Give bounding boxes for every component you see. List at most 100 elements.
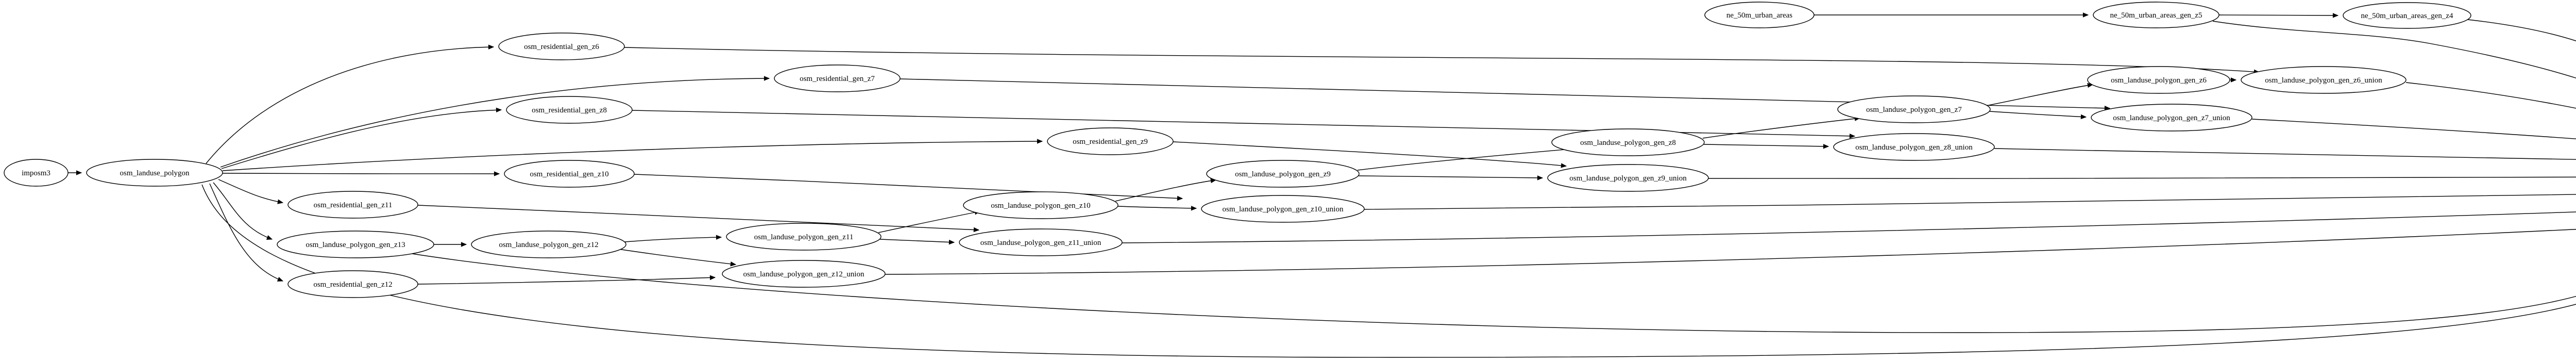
node-osm-residential-gen-z7: osm_residential_gen_z7 (774, 64, 901, 92)
res-z11-label: osm_residential_gen_z11 (314, 201, 393, 209)
edge-landuse-gen-z13 (213, 182, 273, 240)
edge-landuse-row-z14 (201, 184, 2576, 358)
gen-z6-label: osm_landuse_polygon_gen_z6 (2111, 76, 2207, 85)
edge-landuse-res-z10 (222, 171, 500, 176)
imposm3-shape (4, 159, 69, 187)
union-z9-shape (1547, 164, 1709, 192)
edge-layer (68, 12, 2576, 358)
edge-landuse-res-z12 (209, 183, 284, 282)
gen-z10-shape (963, 191, 1118, 219)
edge-res-z12-union-z12 (417, 275, 716, 285)
node-osm-landuse-polygon-gen-z12: osm_landuse_polygon_gen_z12 (471, 231, 626, 258)
union-z12-label: osm_landuse_polygon_gen_z12_union (743, 270, 865, 278)
edge-res-z11-union-z11 (417, 205, 980, 233)
union-z8-shape (1833, 133, 1995, 161)
edge-gen-z9-gen-z8 (1357, 146, 1578, 171)
res-z9-label: osm_residential_gen_z9 (1073, 138, 1148, 146)
edge-union-z12-row-z12 (885, 228, 2576, 275)
node-osm-landuse-polygon-gen-z7: osm_landuse_polygon_gen_z7 (1837, 95, 1991, 123)
node-osm-landuse-polygon: osm_landuse_polygon (86, 159, 223, 187)
gen-z12-label: osm_landuse_polygon_gen_z12 (499, 241, 598, 249)
union-z12-shape (722, 260, 886, 288)
res-z9-shape (1047, 127, 1174, 155)
edge-union-z7-row-z7 (2251, 119, 2576, 139)
edge-gen-z10-union-z10 (1117, 206, 1197, 211)
res-z10-shape (504, 160, 635, 188)
edge-union-z6-row-z6 (2405, 82, 2576, 109)
ne-z5-shape (2093, 2, 2219, 28)
gen-z6-shape (2087, 66, 2230, 94)
ne-areas-shape (1704, 2, 1815, 28)
union-z8-label: osm_landuse_polygon_gen_z8_union (1855, 143, 1973, 152)
node-osm-residential-gen-z11: osm_residential_gen_z11 (287, 191, 418, 219)
edge-gen-z8-union-z8 (1703, 144, 1829, 149)
edge-union-z10-row-z10 (1364, 194, 2576, 210)
res-z12-label: osm_residential_gen_z12 (313, 281, 392, 289)
gen-z11-shape (726, 223, 882, 251)
edge-ne-z5-row-z5 (2212, 21, 2576, 79)
node-osm-landuse-polygon-gen-z11-union: osm_landuse_polygon_gen_z11_union (959, 228, 1123, 256)
node-imposm3: imposm3 (4, 159, 69, 187)
edge-res-z10-union-z10 (634, 174, 1183, 201)
res-z10-label: osm_residential_gen_z10 (530, 170, 608, 178)
edge-res-z6-union-z6 (624, 47, 2260, 74)
ne-z5-label: ne_50m_urban_areas_gen_z5 (2110, 11, 2202, 20)
node-osm-residential-gen-z12: osm_residential_gen_z12 (287, 270, 418, 298)
res-z7-label: osm_residential_gen_z7 (800, 75, 875, 83)
gen-z9-label: osm_landuse_polygon_gen_z9 (1235, 170, 1331, 178)
edge-gen-z9-union-z9 (1358, 175, 1544, 180)
union-z10-label: osm_landuse_polygon_gen_z10_union (1223, 205, 1344, 213)
node-osm-residential-gen-z9: osm_residential_gen_z9 (1047, 127, 1174, 155)
edge-union-z11-row-z11 (1122, 211, 2576, 243)
union-z11-shape (959, 228, 1123, 256)
osm-landuse-polygon-shape (86, 159, 223, 187)
edge-gen-z13-row-z13 (412, 253, 2576, 333)
edge-ne-z4-row-z4 (2467, 19, 2576, 42)
res-z6-label: osm_residential_gen_z6 (524, 43, 599, 51)
node-osm-landuse-polygon-gen-z9: osm_landuse_polygon_gen_z9 (1206, 160, 1360, 188)
gen-z8-label: osm_landuse_polygon_gen_z8 (1580, 139, 1676, 147)
gen-z10-label: osm_landuse_polygon_gen_z10 (991, 202, 1090, 210)
edge-gen-z8-gen-z7 (1702, 116, 1861, 139)
node-osm-landuse-polygon-gen-z7-union: osm_landuse_polygon_gen_z7_union (2091, 104, 2252, 131)
gen-z8-shape (1551, 128, 1705, 156)
node-osm-residential-gen-z6: osm_residential_gen_z6 (498, 32, 625, 60)
gen-z13-shape (277, 231, 434, 258)
res-z8-label: osm_residential_gen_z8 (532, 106, 607, 114)
node-ne-50m-urban-areas: ne_50m_urban_areas (1704, 2, 1815, 28)
res-z12-shape (287, 270, 418, 298)
gen-z12-shape (471, 231, 626, 258)
union-z11-label: osm_landuse_polygon_gen_z11_union (980, 239, 1101, 247)
edge-gen-z11-union-z11 (879, 239, 955, 245)
edge-union-z9-row-z9 (1708, 176, 2576, 179)
union-z10-shape (1201, 195, 1365, 223)
edge-gen-z7-union-z7 (1989, 111, 2087, 120)
node-osm-landuse-polygon-gen-z10: osm_landuse_polygon_gen_z10 (963, 191, 1118, 219)
union-z7-label: osm_landuse_polygon_gen_z7_union (2113, 114, 2230, 122)
edge-gen-z7-gen-z6 (1988, 83, 2094, 106)
node-osm-landuse-polygon-gen-z8-union: osm_landuse_polygon_gen_z8_union (1833, 133, 1995, 161)
union-z6-label: osm_landuse_polygon_gen_z6_union (2265, 76, 2382, 85)
edge-union-z8-row-z8 (1994, 148, 2576, 160)
edge-landuse-res-z9 (222, 139, 1043, 171)
osm-landuse-polygon-label: osm_landuse_polygon (120, 169, 190, 177)
ne-z4-shape (2343, 2, 2471, 29)
node-osm-landuse-polygon-gen-z11: osm_landuse_polygon_gen_z11 (726, 223, 882, 251)
edge-gen-z11-gen-z10 (878, 210, 981, 233)
res-z8-shape (506, 96, 633, 124)
node-osm-landuse-polygon-gen-z10-union: osm_landuse_polygon_gen_z10_union (1201, 195, 1365, 223)
edge-gen-z12-gen-z11 (624, 235, 722, 242)
edge-gen-z10-gen-z9 (1115, 178, 1217, 202)
node-osm-landuse-polygon-gen-z6-union: osm_landuse_polygon_gen_z6_union (2241, 66, 2406, 94)
imposm3-label: imposm3 (22, 169, 50, 177)
node-osm-landuse-polygon-gen-z6: osm_landuse_polygon_gen_z6 (2087, 66, 2230, 94)
gen-z11-label: osm_landuse_polygon_gen_z11 (754, 233, 854, 241)
node-osm-residential-gen-z8: osm_residential_gen_z8 (506, 96, 633, 124)
edge-landuse-res-z7 (220, 76, 770, 168)
union-z9-label: osm_landuse_polygon_gen_z9_union (1569, 174, 1687, 183)
union-z6-shape (2241, 66, 2406, 94)
gen-z9-shape (1206, 160, 1360, 188)
res-z11-shape (287, 191, 418, 219)
gen-z7-shape (1837, 95, 1991, 123)
node-ne-50m-urban-areas-gen-z5: ne_50m_urban_areas_gen_z5 (2093, 2, 2219, 28)
